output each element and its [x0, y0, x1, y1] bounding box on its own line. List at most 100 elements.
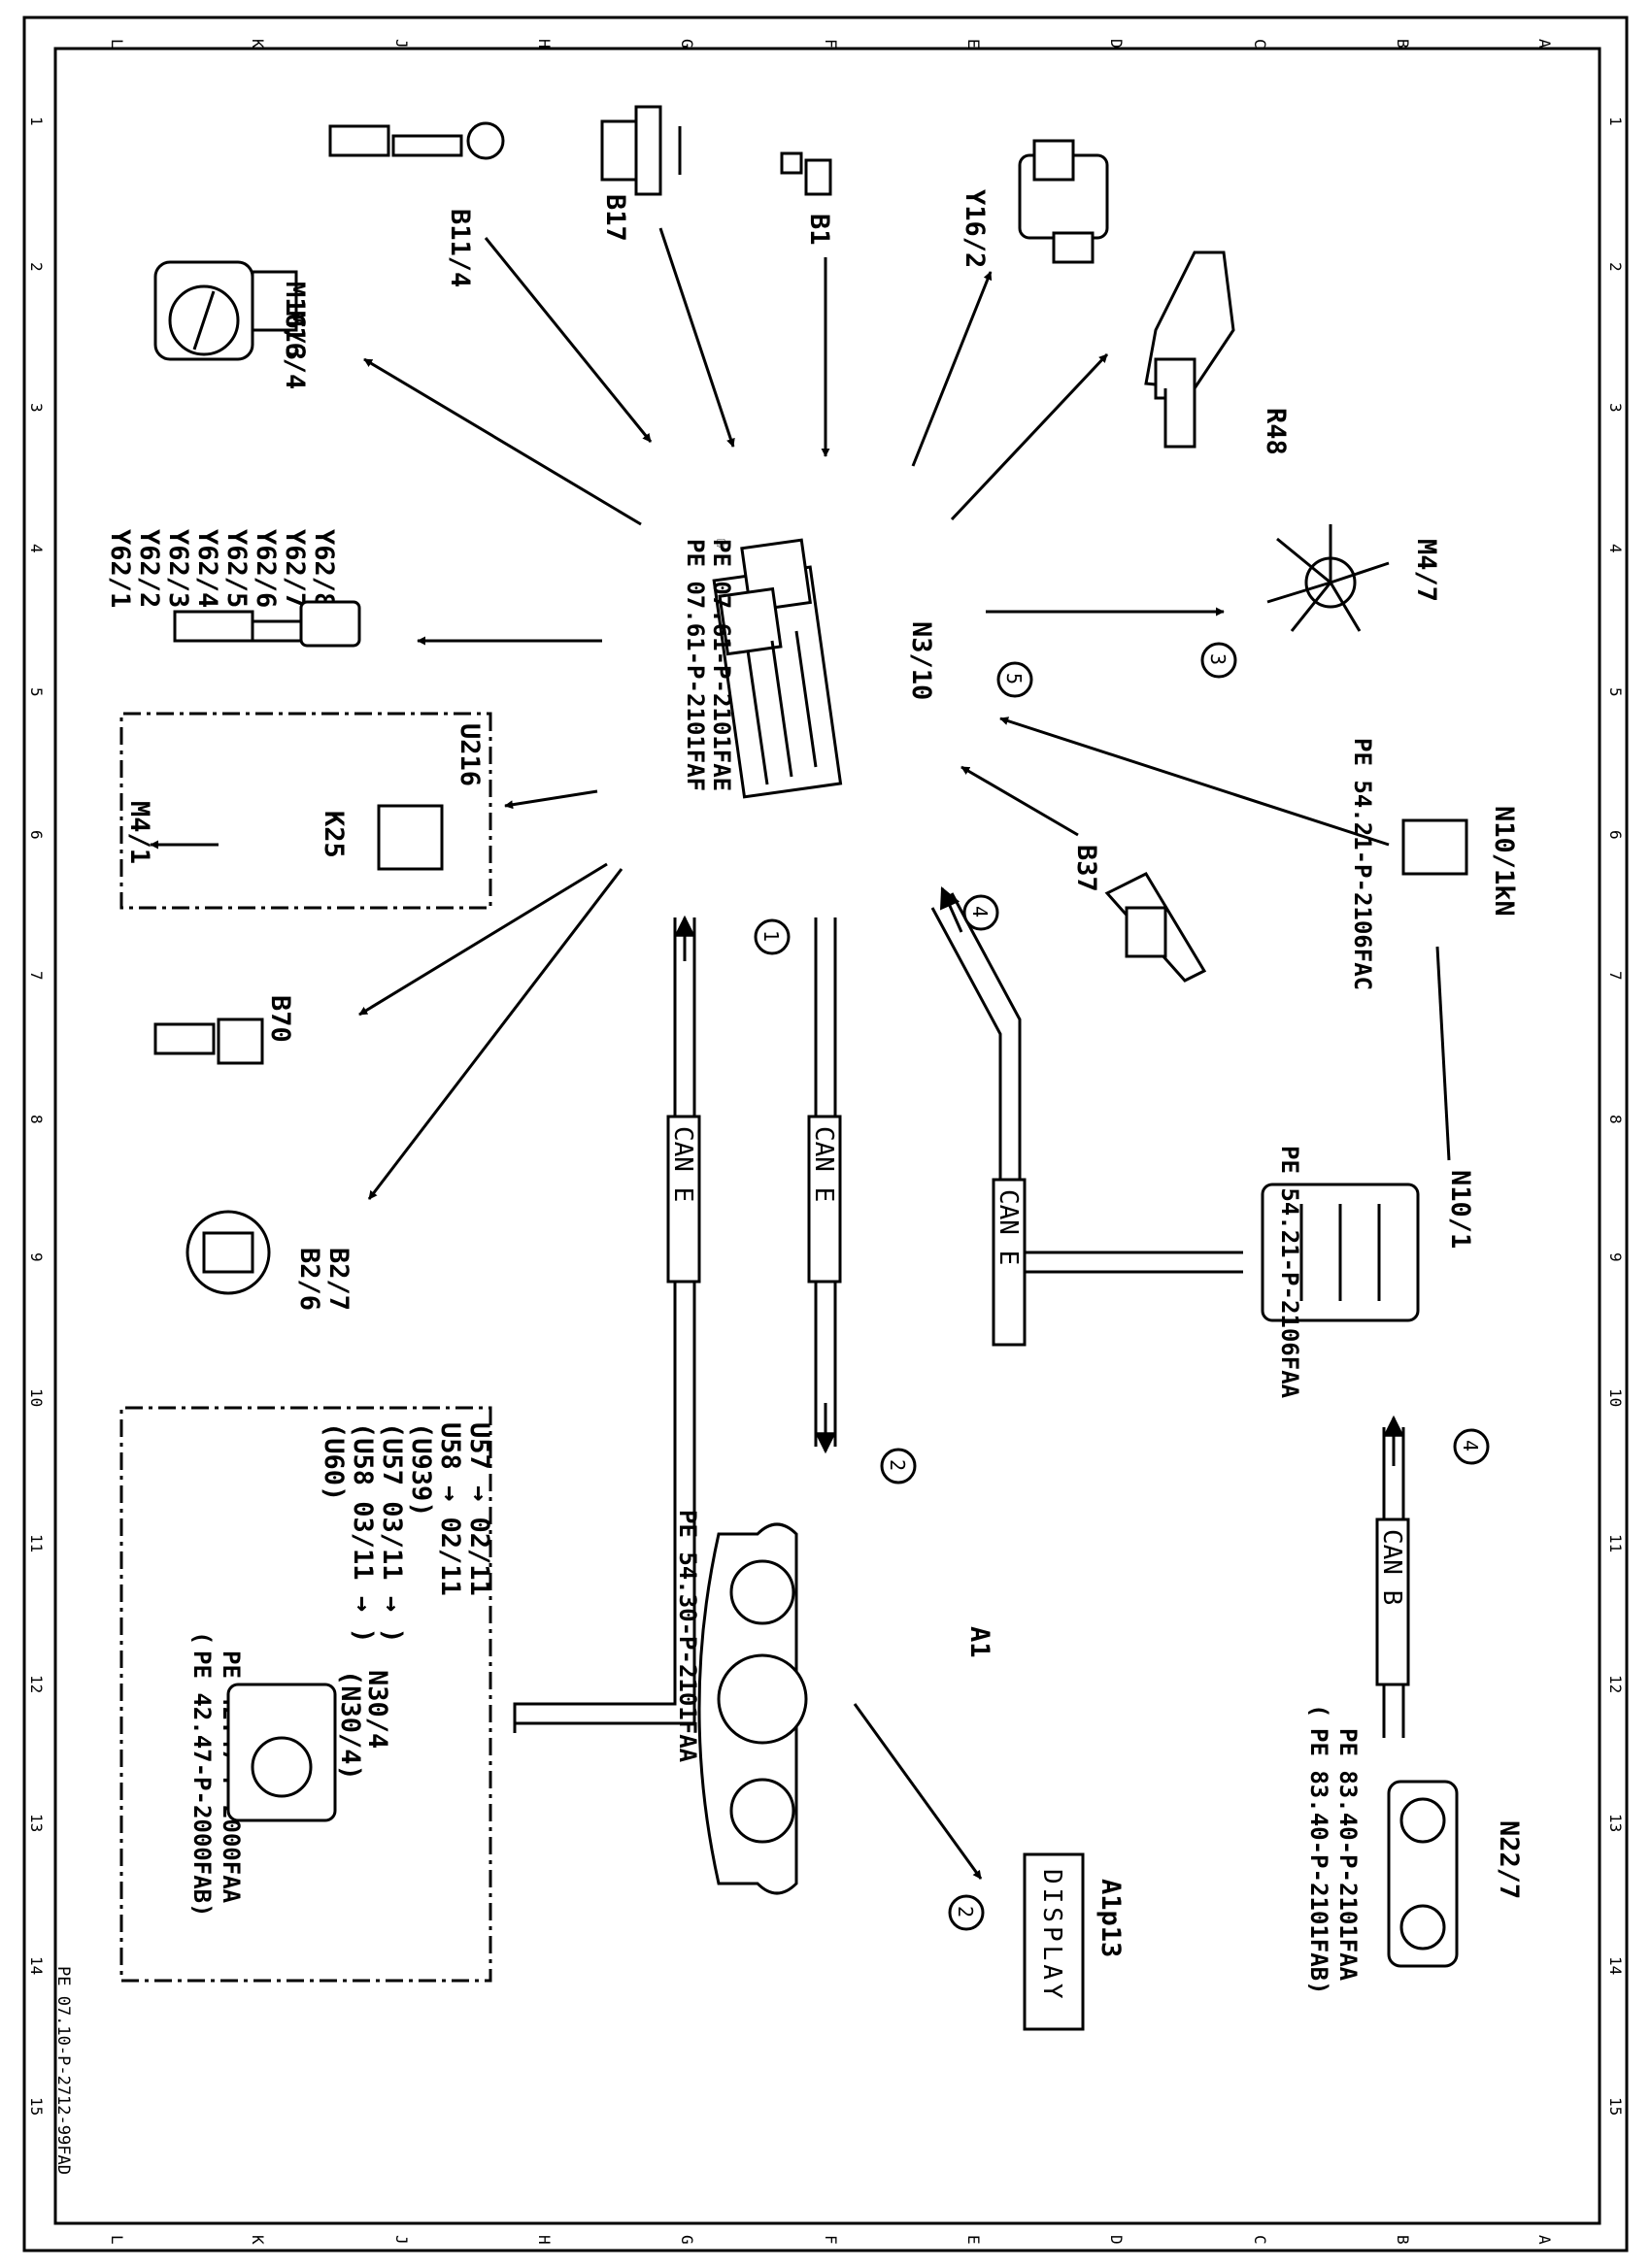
grid-number: 7 [27, 971, 46, 981]
grid-number: 8 [27, 1115, 46, 1124]
grid-letter: J [392, 2235, 411, 2245]
grid-letter: C [1251, 39, 1269, 49]
grid-number: 5 [1606, 687, 1625, 697]
b70-sensor-icon [153, 1017, 264, 1065]
relay-icon [377, 804, 444, 871]
n30-4-label: N30/4 [362, 1670, 392, 1749]
signal-arrows [150, 227, 1451, 1880]
y62-5-label: Y62/5 [221, 529, 252, 608]
grid-number: 6 [27, 830, 46, 840]
grid-number: 4 [1606, 544, 1625, 553]
callout-3: 3 [1200, 642, 1237, 679]
can-b-label: CAN B [1377, 1529, 1406, 1605]
n22-7-control-panel-icon [1387, 1780, 1459, 1968]
hand-icon: ☞ [708, 539, 732, 551]
u58-line: U58 → 02/11 [435, 1422, 465, 1596]
n10-1-module-icon [1261, 1183, 1420, 1322]
b2-7-label: B2/7 [323, 1248, 354, 1311]
n30-ref-paren: ( [188, 1631, 216, 1645]
grid-letter: A [1535, 2235, 1554, 2245]
grid-letter: F [822, 39, 840, 49]
n3-10-label: N3/10 [906, 621, 936, 700]
svg-text:4: 4 [1459, 1440, 1482, 1451]
outer-frame [22, 16, 1629, 2252]
y62-3-label: Y62/3 [163, 529, 193, 608]
y62-4-label: Y62/4 [192, 529, 222, 608]
n3-10-ref-1: PE 07.61-P-2101FAE [708, 539, 735, 791]
can-b-bus: CAN B [1375, 1415, 1410, 1738]
b70-label: B70 [265, 995, 295, 1043]
rotated-drawing: 1 2 3 4 5 6 7 8 9 10 11 12 13 14 15 1 2 … [27, 39, 1625, 2245]
grid-number: 5 [27, 687, 46, 697]
grid-number: 9 [27, 1252, 46, 1262]
y62-8-label: Y62/8 [309, 529, 339, 608]
a1-ref: PE 54.30-P-2101FAA [674, 1510, 701, 1763]
a1p13-label: A1p13 [1095, 1879, 1126, 1957]
n22-7-ref-1: PE 83.40-P-2101FAA [1334, 1728, 1362, 1982]
grid-letter: E [964, 2235, 983, 2245]
n30-box [119, 1406, 492, 1983]
inner-frame [53, 47, 1601, 2225]
grid-number: 13 [27, 1814, 46, 1832]
can-e-label-3: CAN E [994, 1189, 1023, 1265]
u216-label: U216 [455, 723, 485, 786]
n10-1kn-relay-icon [1401, 818, 1468, 876]
grid-number: 3 [27, 403, 46, 413]
n10-1kn-ref: PE 54.21-P-2106FAC [1349, 738, 1376, 990]
n3-10-ref-2: PE 07.61-P-2101FAF [682, 539, 709, 791]
u57-0311-line: (U57 03/11 → ) [377, 1422, 407, 1644]
m16-3-label: M16/3 [280, 282, 310, 360]
n22-7-ref-2: PE 83.40-P-2101FAB) [1305, 1728, 1332, 1995]
grid-number: 2 [27, 262, 46, 272]
grid-numbers-bottom: 1 2 3 4 5 6 7 8 9 10 11 12 13 14 15 [1606, 117, 1625, 2116]
n22-7-label: N22/7 [1494, 1820, 1524, 1899]
svg-text:1: 1 [759, 930, 783, 942]
grid-letter: L [108, 2235, 126, 2245]
b2-sensor-icon [185, 1210, 271, 1295]
grid-number: 8 [1606, 1115, 1625, 1124]
b2-6-label: B2/6 [294, 1248, 324, 1311]
u60-line: (U60) [319, 1422, 349, 1501]
grid-number: 11 [27, 1534, 46, 1552]
grid-letter: J [392, 39, 411, 49]
grid-letter: D [1107, 39, 1126, 49]
grid-number: 1 [1606, 117, 1625, 126]
throttle-valve-icon [153, 260, 298, 361]
grid-letter: D [1107, 2235, 1126, 2245]
y62-2-label: Y62/2 [134, 529, 164, 608]
u939-line: (U939) [406, 1422, 436, 1518]
u58-0311-line: (U58 03/11 → ) [348, 1422, 378, 1644]
m4-1-label: M4/1 [124, 801, 154, 864]
n22-7-ref-paren: ( [1305, 1704, 1332, 1718]
display-text: DISPLAY [1037, 1869, 1066, 2003]
u216-box [119, 712, 492, 910]
n30-ref-2: PE 42.47-P-2000FAB) [188, 1651, 216, 1918]
injector-icon [173, 600, 361, 648]
grid-number: 7 [1606, 971, 1625, 981]
grid-letter: K [249, 2235, 267, 2245]
n10-1-ref: PE 54.21-P-2106FAA [1276, 1146, 1303, 1399]
n10-1kn-label: N10/1kN [1489, 806, 1519, 917]
callout-2a: 2 [880, 1448, 917, 1484]
grid-letter: C [1251, 2235, 1269, 2245]
document-code: PE 07.10-P-2712-99FAD [53, 1966, 73, 2175]
grid-letter: G [678, 39, 696, 49]
grid-number: 15 [1606, 2097, 1625, 2116]
grid-letter: K [249, 39, 267, 49]
b17-label: B17 [600, 194, 630, 242]
callout-4a: 4 [962, 894, 999, 931]
svg-text:3: 3 [1206, 653, 1230, 665]
grid-number: 2 [1606, 262, 1625, 272]
b11-4-label: B11/4 [445, 209, 475, 287]
n30-4-paren-label: (N30/4) [335, 1670, 365, 1781]
m4-7-label: M4/7 [1411, 539, 1441, 602]
y62-1-label: Y62/1 [105, 529, 135, 608]
a1-instrument-cluster-icon [697, 1522, 808, 1895]
grid-number: 14 [1606, 1956, 1625, 1975]
u57-line: U57 → 02/11 [464, 1422, 494, 1596]
b11-4-sensor-icon [328, 121, 505, 160]
a1p13-display-box [1023, 1852, 1085, 2031]
b37-label: B37 [1071, 845, 1101, 892]
grid-letter: E [964, 39, 983, 49]
